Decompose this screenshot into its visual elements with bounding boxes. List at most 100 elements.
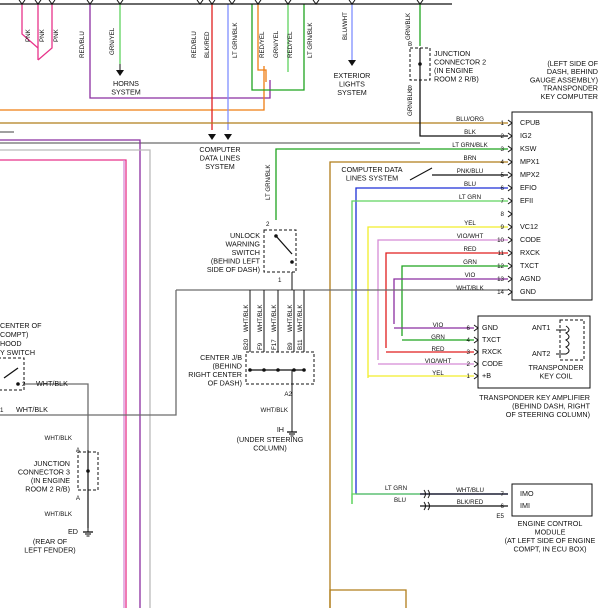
label-line: SIDE OF DASH)	[207, 265, 260, 274]
label-line: RIGHT CENTER	[188, 370, 242, 379]
label-line: COMPT)	[0, 330, 28, 339]
tkc-pin-connector	[507, 158, 513, 166]
wires-layer	[0, 4, 508, 608]
ecm-inline-connectors	[423, 489, 430, 511]
label-line: LIGHTS	[339, 80, 365, 89]
tkc-pin-connector	[507, 249, 513, 257]
tkc-wire-label: BRN	[463, 155, 476, 162]
center-jb-wire-label: WHT/BLK	[271, 304, 278, 332]
amp-pin-num: 6	[467, 325, 471, 332]
exterior-arrow	[348, 60, 356, 66]
amp-pin-num: 4	[467, 337, 471, 344]
label-line: (BEHIND DASH, RIGHT	[512, 402, 590, 411]
tkc-wire-label: VIO/WHT	[457, 233, 484, 240]
junction3-dot	[86, 469, 90, 473]
hood-switch-dot	[16, 382, 20, 386]
label-line: (AT LEFT SIDE OF ENGINE	[505, 536, 596, 545]
label-line: JUNCTION	[434, 49, 470, 58]
tkc-pin-num: 3	[501, 146, 505, 153]
tkc-pin-connector	[507, 184, 513, 192]
unlock-switch-blade	[275, 235, 293, 255]
wire-label-red-yel: RED/YEL	[259, 31, 266, 58]
hood-pin-2: 2	[22, 381, 26, 388]
tkc-wire-label: PNK/BLU	[457, 168, 483, 175]
tkc-pin-connector	[507, 171, 513, 179]
label-line: COMPUTER	[199, 145, 240, 154]
top-connector-7	[228, 0, 236, 5]
tkc-pin-num: 6	[501, 185, 505, 192]
center-jb-wire-label: WHT/BLK	[297, 304, 304, 332]
label-line: (LEFT SIDE OF	[547, 59, 598, 68]
tkc-pin-connector	[507, 288, 513, 296]
wire-label-pnk-2: PNK	[39, 28, 46, 42]
wire-blu-efio	[355, 187, 508, 494]
center-jb-dot-2	[276, 368, 280, 372]
tkc-pin-num: 4	[501, 159, 505, 166]
wire-brn	[329, 161, 508, 608]
tkc-pin-num: 13	[497, 276, 504, 283]
amp-pin-num: 2	[467, 361, 471, 368]
top-connector-6	[208, 0, 216, 5]
tkc-pin-num: 8	[501, 211, 505, 218]
wire-ltgrn-blk-ksw	[275, 148, 508, 220]
left-pnk	[0, 159, 127, 608]
top-connector-10	[312, 0, 320, 5]
bottom-brn	[329, 589, 407, 608]
label-line: COMPUTER DATA	[341, 165, 402, 174]
unlock-pin-bot: 1	[278, 277, 282, 284]
unlock-wire-label: LT GRN/BLK	[265, 164, 272, 200]
wire-label-pnk-1: PNK	[25, 28, 32, 42]
amp-pin-name: CODE	[482, 359, 503, 368]
top-connector-5	[196, 0, 204, 5]
tkc-pin-connector	[507, 132, 513, 140]
label-line: ENGINE CONTROL	[518, 519, 583, 528]
unlock-pin-bot-dot	[290, 260, 294, 264]
junction2-pin-bot: B	[408, 85, 412, 92]
tkc-pin-num: 2	[501, 133, 505, 140]
wire-label-red-blu: RED/BLU	[79, 31, 86, 58]
center-jb-wire-out: WHT/BLK	[260, 407, 288, 414]
hood-wire-1: WHT/BLK	[36, 379, 68, 388]
label-line: (REAR OF	[33, 537, 68, 546]
hood-switch-blade	[3, 367, 19, 379]
top-connector-2	[48, 0, 56, 5]
label-line: JUNCTION	[34, 459, 70, 468]
label-line: KEY COMPUTER	[541, 92, 598, 101]
label-line: EXTERIOR	[334, 71, 371, 80]
tkc-pin-connector	[507, 223, 513, 231]
center-jb-wire-label: WHT/BLK	[257, 304, 264, 332]
label-line: OF DASH)	[208, 379, 242, 388]
tkc-pin-name: IG2	[520, 131, 532, 140]
unlock-pin-top-dot	[274, 234, 278, 238]
label-line: TRANSPONDER	[528, 363, 583, 372]
wire-red	[385, 252, 508, 348]
tkc-pin-name: KSW	[520, 144, 537, 153]
wire-label-blu-wht: BLU/WHT	[342, 12, 349, 40]
transponder-amp-label: TRANSPONDER KEY AMPLIFIER(BEHIND DASH, R…	[479, 393, 591, 419]
wire-label-red-blu-2: RED/BLU	[191, 31, 198, 58]
label-line: SYSTEM	[337, 88, 367, 97]
wire-label-ltgrn-blk: LT GRN/BLK	[232, 22, 239, 58]
amp-wire-label: GRN	[431, 334, 445, 341]
amp-pin-name: TXCT	[482, 335, 501, 344]
wire-red-blu-1	[89, 4, 271, 99]
tkc-pin-num: 7	[501, 198, 505, 205]
ecm-pin-name: IMO	[520, 489, 534, 498]
tkc-pin-name: RXCK	[520, 248, 540, 257]
center-jb-box	[245, 351, 315, 385]
label-line: (IN ENGINE	[434, 66, 473, 75]
ecm-wire-ltgrn	[351, 493, 420, 504]
wire-vio	[393, 278, 508, 324]
tkc-pin-connector	[507, 145, 513, 153]
junction2-dot	[418, 62, 422, 66]
label-line: COLUMN)	[253, 444, 287, 453]
tkc-pin-num: 1	[501, 120, 505, 127]
junction2-wire-below: GRN/BLK	[407, 88, 414, 116]
